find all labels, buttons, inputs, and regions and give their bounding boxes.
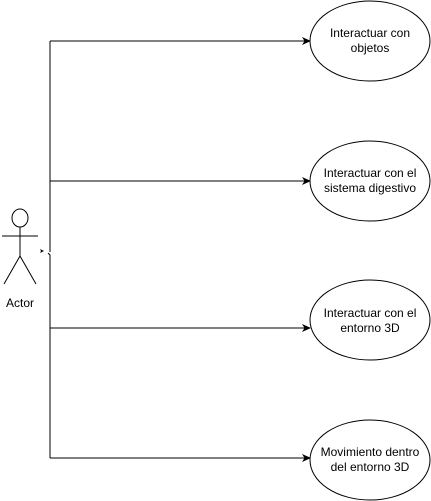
actor-figure[interactable] (2, 208, 38, 285)
actor-head (11, 208, 29, 228)
actor-right-leg (19, 255, 37, 285)
use-case-4[interactable]: Movimiento dentro del entorno 3D (309, 419, 431, 501)
actor-label: Actor (6, 296, 34, 310)
use-case-1-label-line1: Interactuar con (330, 26, 410, 40)
use-case-2-label-line1: Interactuar con el (324, 166, 417, 180)
use-case-3-label-line2: entorno 3D (340, 321, 400, 335)
use-case-3[interactable]: Interactuar con el entorno 3D (309, 279, 431, 361)
use-case-1-label-line2: objetos (351, 41, 390, 55)
use-case-4-label-line1: Movimiento dentro (321, 445, 420, 459)
use-case-2-label-line2: sistema digestivo (324, 181, 416, 195)
use-case-4-label-line2: del entorno 3D (331, 460, 410, 474)
actor-small-arrow (40, 249, 44, 253)
use-case-1[interactable]: Interactuar con objetos (309, 0, 431, 82)
connector-trunk (47, 252, 51, 458)
use-case-3-label-line1: Interactuar con el (324, 306, 417, 320)
use-case-2[interactable]: Interactuar con el sistema digestivo (309, 140, 431, 222)
actor-left-leg (3, 255, 21, 285)
